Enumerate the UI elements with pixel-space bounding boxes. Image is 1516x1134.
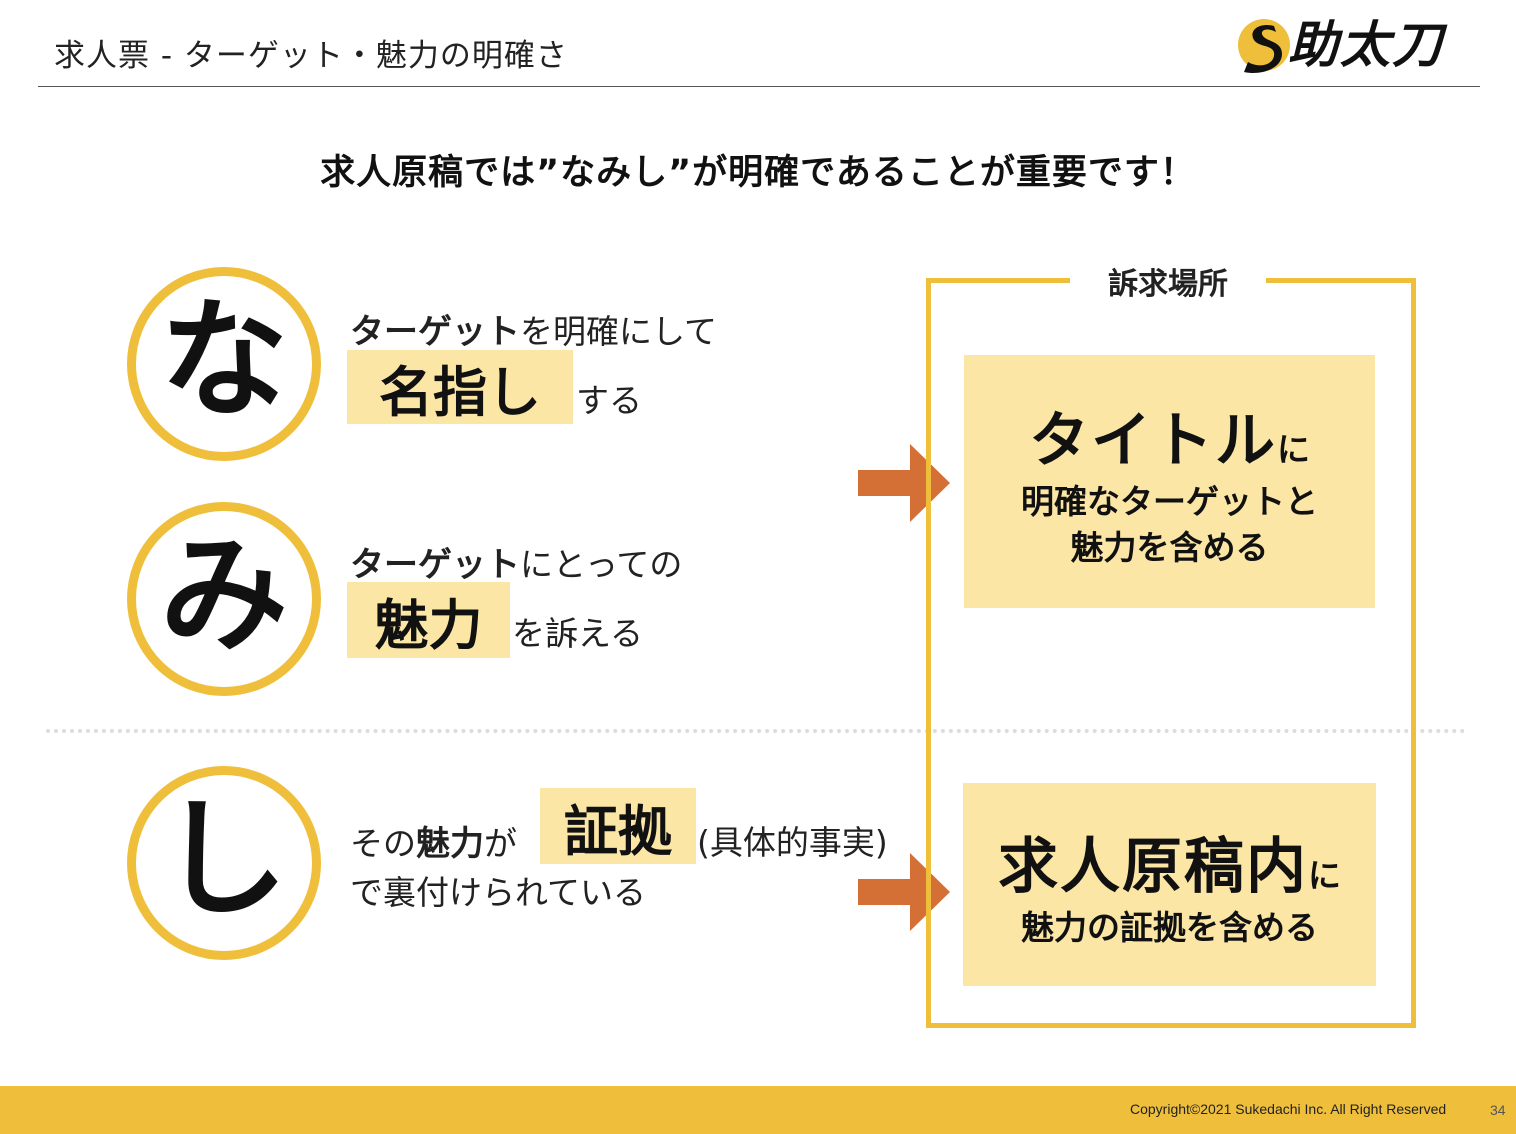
sukedachi-mark-icon <box>1238 19 1290 74</box>
letter-shi: し <box>159 785 288 934</box>
copyright-text: Copyright©2021 Sukedachi Inc. All Right … <box>1130 1101 1447 1117</box>
company-logo: 助太刀 <box>1236 14 1494 76</box>
headline: 求人原稿では”なみし”が明確であることが重要です！ <box>320 153 1196 193</box>
mi-line1: ターゲットにとっての <box>350 537 682 586</box>
shi-line1-left: その魅力が <box>350 816 517 865</box>
shi-line1-post: (具体的事実) <box>697 823 888 862</box>
title-appeal-big: タイトル <box>1029 405 1277 476</box>
letter-mi: み <box>159 521 288 670</box>
mi-line1-bold: ターゲット <box>350 545 520 585</box>
logo-wordmark: 助太刀 <box>1288 16 1444 74</box>
shi-line1-bold: 魅力 <box>416 824 484 864</box>
title-appeal-line2: 明確なターゲットと <box>1021 481 1318 521</box>
page-number: 34 <box>1490 1102 1506 1118</box>
body-appeal-heading: 求人原稿内に <box>998 818 1341 905</box>
title-appeal-tail: に <box>1277 429 1310 469</box>
title-appeal-box: タイトルに 明確なターゲットと 魅力を含める <box>964 355 1375 608</box>
mi-highlight-chip: 魅力 <box>347 582 510 658</box>
mi-line2-rest: を訴える <box>512 614 644 653</box>
slide-title: 求人票 - ターゲット・魅力の明確さ <box>54 38 568 74</box>
letter-na: な <box>159 286 288 435</box>
shi-highlight-chip: 証拠 <box>540 788 696 864</box>
mi-line1-rest: にとっての <box>520 545 683 584</box>
shi-line1-mid: が <box>484 824 517 863</box>
body-appeal-big: 求人原稿内 <box>998 831 1308 902</box>
frame-label-gap <box>1070 270 1266 290</box>
na-highlight-chip: 名指し <box>347 350 573 424</box>
letter-circle-mi: み <box>127 502 321 696</box>
letter-circle-shi: し <box>127 766 321 960</box>
na-line1: ターゲットを明確にして <box>350 304 717 353</box>
shi-line2: で裏付けられている <box>350 873 647 912</box>
body-appeal-box: 求人原稿内に 魅力の証拠を含める <box>963 783 1376 986</box>
na-line1-bold: ターゲット <box>350 312 520 352</box>
body-appeal-line2: 魅力の証拠を含める <box>1021 907 1318 947</box>
appeal-location-label: 訴求場所 <box>1108 267 1228 302</box>
body-appeal-tail: に <box>1308 855 1341 895</box>
dotted-divider <box>46 729 1466 733</box>
shi-line1-pre: その <box>350 824 416 863</box>
header-divider <box>38 86 1480 87</box>
title-appeal-line3: 魅力を含める <box>1070 528 1269 567</box>
na-line2-rest: する <box>576 381 642 420</box>
letter-circle-na: な <box>127 267 321 461</box>
title-appeal-heading: タイトルに <box>1029 392 1310 479</box>
na-line1-rest: を明確にして <box>520 312 718 351</box>
footer-bar <box>0 1086 1516 1134</box>
